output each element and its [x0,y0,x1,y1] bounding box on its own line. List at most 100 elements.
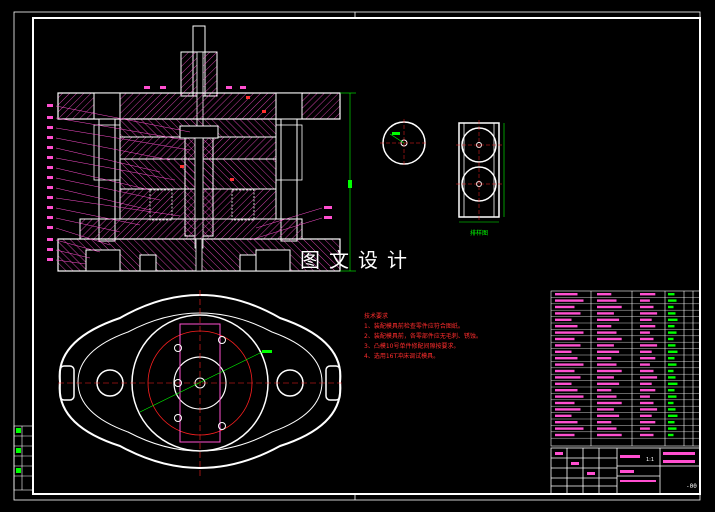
parts-list-cell-mark [640,376,658,379]
parts-list-cell-mark [640,408,658,411]
parts-list-cell-mark [640,421,656,424]
parts-list-cell-mark [668,350,678,353]
tech-note-line: 2、装配模具前，各零部件应无毛刺、锈蚀。 [364,333,482,340]
parts-list-cell-mark [597,389,612,392]
parts-list-cell-mark [597,369,622,373]
parts-list-cell-mark [597,344,614,347]
parts-list-cell-mark [555,318,572,321]
parts-list-cell-mark [668,382,678,385]
parts-list-cell-mark [555,357,578,360]
parts-list-cell-mark [668,337,674,341]
part-number-marks [47,104,332,261]
parts-list-cell-mark [640,299,650,302]
parts-list-cell-mark [597,305,622,309]
parts-list-table [550,290,701,447]
parts-list-cell-mark [555,299,584,302]
parts-list-cell-mark [668,369,674,373]
parts-list-cell-mark [640,357,656,360]
parts-list-cell-mark [668,401,674,405]
parts-list-cell-mark [555,363,584,366]
leader-lines [55,105,323,265]
parts-list-cell-mark [555,305,575,309]
parts-list-cell-mark [640,395,650,398]
parts-list-cell-mark [668,305,674,309]
watermark-text: 图文设计 [300,248,416,272]
parts-list-cell-mark [597,331,617,334]
parts-list-cell-mark [597,325,612,328]
blank-part-view [380,119,428,167]
parts-list-cell-mark [555,414,572,417]
parts-list-cell-mark [668,293,675,296]
parts-list-cell-mark [668,389,675,392]
parts-list-rows [551,293,700,439]
parts-list-cell-mark [555,427,584,430]
parts-list-cell-mark [668,395,677,398]
parts-list-cell-mark [597,421,612,424]
parts-list-cell-mark [668,408,676,411]
parts-list-cell-mark [668,325,675,328]
strip-layout-view [456,120,505,223]
parts-list-cell-mark [668,363,677,366]
parts-list-cell-mark [668,312,676,315]
parts-list-cell-mark [640,293,656,296]
parts-list-cell-mark [555,312,581,315]
parts-list-cell-mark [555,337,575,341]
shank-marks [144,86,246,89]
scale-value: 1:1 [646,457,655,463]
parts-list-cell-mark [640,344,658,347]
parts-list-cell-mark [597,433,622,437]
parts-list-cell-mark [555,421,578,424]
technical-requirements: 技术要求 1、装配模具前检查零件应符合图纸。 2、装配模具前，各零部件应无毛刺、… [364,312,482,362]
parts-list-cell-mark [555,395,584,398]
strip-layout-label: 排样图 [470,230,489,237]
parts-list-cell-mark [597,408,614,411]
parts-list-cell-mark [597,376,614,379]
parts-list-cell-mark [640,414,652,417]
tech-note-line: 3、凸模10号单件修配间隙按要求。 [364,343,460,350]
parts-list-cell-mark [668,427,677,430]
parts-list-cell-mark [555,376,581,379]
parts-list-cell-mark [640,401,654,405]
parts-list-cell-mark [597,299,617,302]
parts-list-cell-mark [555,382,572,385]
parts-list-cell-mark [668,318,678,321]
parts-list-cell-mark [597,318,620,321]
left-edge-table [13,425,34,491]
tech-note-line: 1、装配模具前检查零件应符合图纸。 [364,323,464,330]
parts-list-cell-mark [668,421,675,424]
parts-list-cell-mark [555,350,572,353]
parts-list-cell-mark [668,376,676,379]
parts-list-cell-mark [597,312,614,315]
drawing-frame [13,11,701,501]
plan-view [58,290,342,476]
parts-list-cell-mark [597,401,622,405]
parts-list-cell-mark [597,427,617,430]
drawing-number: -00 [686,483,697,490]
section-view [57,25,341,272]
parts-list-cell-mark [640,382,652,385]
parts-list-cell-mark [555,433,575,437]
parts-list-cell-mark [555,408,581,411]
tech-note-line: 4、选用16T冲床调试模具。 [364,353,440,360]
parts-list-cell-mark [640,337,654,341]
parts-list-cell-mark [555,401,575,405]
parts-list-cell-mark [640,427,650,430]
parts-list-cell-mark [668,344,676,347]
parts-list-cell-mark [597,293,612,296]
parts-list-cell-mark [555,344,581,347]
parts-list-cell-mark [640,331,650,334]
parts-list-cell-mark [597,337,622,341]
parts-list-cell-mark [668,331,677,334]
title-block-marks [555,452,695,482]
parts-list-cell-mark [555,331,584,334]
parts-list-cell-mark [640,433,654,437]
parts-list-cell-mark [597,414,620,417]
parts-list-cell-mark [640,318,652,321]
parts-list-cell-mark [597,395,617,398]
tech-notes-title: 技术要求 [364,313,389,320]
parts-list-cell-mark [668,357,675,360]
height-dimension [340,92,356,272]
parts-list-cell-mark [555,389,578,392]
title-block [550,447,701,495]
parts-list-cell-mark [668,299,677,302]
